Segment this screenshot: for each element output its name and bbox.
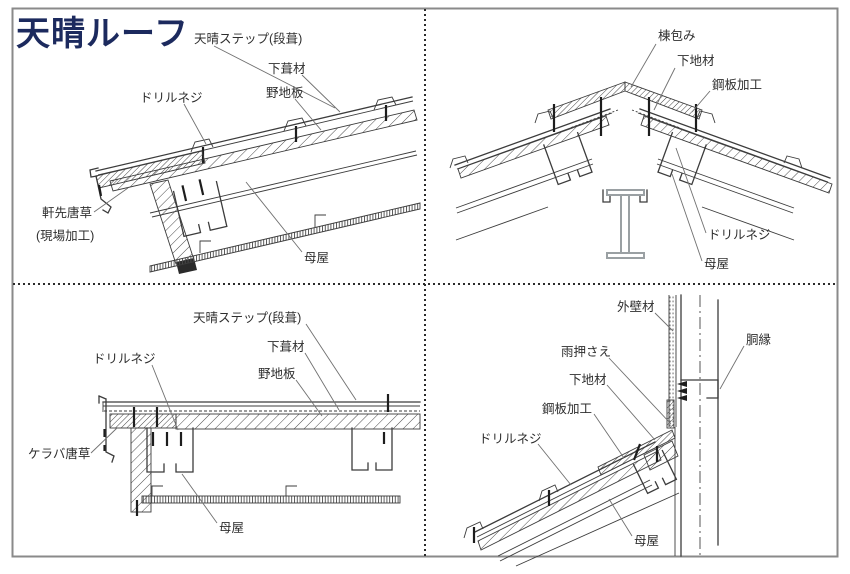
leader-lines bbox=[537, 312, 745, 537]
page-title: 天晴ルーフ bbox=[16, 14, 189, 54]
label-appare-step: 天晴ステップ(段葺) bbox=[194, 31, 302, 46]
label-drill-screw: ドリルネジ bbox=[708, 228, 771, 242]
step-clip bbox=[373, 96, 397, 111]
leader-lines bbox=[93, 45, 341, 253]
lower-chords bbox=[455, 158, 795, 241]
eave-roof-assembly bbox=[95, 96, 418, 218]
i-beam bbox=[606, 189, 645, 259]
panel-ridge-detail: 棟包み 下地材 鋼板加工 ドリルネジ 母屋 bbox=[449, 28, 833, 271]
eave-rafter-hatch bbox=[149, 179, 195, 265]
label-flashing: 雨押さえ bbox=[561, 345, 611, 359]
ceiling-strip bbox=[141, 485, 401, 504]
leader-lines bbox=[90, 323, 357, 524]
purlin-channel bbox=[146, 427, 194, 473]
label-eave-trim-note: (現場加工) bbox=[36, 229, 94, 243]
center-hook bbox=[639, 189, 648, 203]
fascia-hatch bbox=[109, 413, 177, 429]
purlin-channel bbox=[172, 179, 228, 238]
eave-trim bbox=[89, 167, 112, 214]
label-drill-screw: ドリルネジ bbox=[93, 352, 156, 366]
label-purlin: 母屋 bbox=[634, 534, 659, 548]
label-siding: 外壁材 bbox=[617, 299, 655, 314]
label-drill-screw: ドリルネジ bbox=[479, 432, 542, 446]
step-clip bbox=[538, 484, 559, 502]
verge-post-hatch bbox=[130, 427, 152, 513]
label-underlayment: 下葺材 bbox=[268, 62, 306, 76]
ridge-roof-assembly bbox=[454, 108, 833, 194]
label-drill-screw: ドリルネジ bbox=[140, 91, 203, 105]
step-clip bbox=[190, 138, 214, 153]
sheathing-hatch bbox=[175, 413, 421, 430]
step-clip bbox=[783, 155, 803, 169]
ceiling-strip bbox=[149, 202, 421, 273]
label-appare-step: 天晴ステップ(段葺) bbox=[193, 310, 301, 325]
label-furring: 胴縁 bbox=[746, 332, 771, 347]
furring-bracket bbox=[677, 379, 719, 401]
step-clip bbox=[283, 117, 307, 132]
label-ridge-cap: 棟包み bbox=[658, 28, 696, 43]
flat-roof-assembly bbox=[102, 394, 421, 430]
label-steel-work: 鋼板加工 bbox=[712, 78, 762, 92]
label-sheathing: 野地板 bbox=[266, 86, 304, 100]
sloped-roof-assembly bbox=[463, 441, 680, 567]
purlin-channel-left bbox=[542, 131, 593, 186]
label-purlin: 母屋 bbox=[219, 521, 244, 535]
label-verge-trim: ケラバ唐草 bbox=[28, 446, 90, 461]
label-base-material: 下地材 bbox=[569, 373, 607, 387]
label-purlin: 母屋 bbox=[304, 251, 329, 265]
sheet-border bbox=[11, 7, 839, 558]
label-purlin: 母屋 bbox=[704, 257, 729, 271]
purlin-channel-right bbox=[351, 427, 393, 471]
label-eave-trim: 軒先唐草 bbox=[42, 205, 92, 220]
panel-verge-detail: 天晴ステップ(段葺) 下葺材 野地板 ドリルネジ ケラバ唐草 母屋 bbox=[28, 310, 421, 535]
purlin-channel-right bbox=[657, 131, 708, 186]
label-underlayment: 下葺材 bbox=[267, 340, 305, 354]
label-sheathing: 野地板 bbox=[258, 367, 296, 381]
label-steel-work: 鋼板加工 bbox=[542, 402, 592, 416]
wall-lines bbox=[668, 294, 719, 557]
label-base-material: 下地材 bbox=[677, 54, 715, 68]
center-hook bbox=[602, 189, 611, 203]
sheathing-hatch bbox=[109, 109, 418, 192]
step-clip bbox=[449, 155, 469, 169]
step-clip bbox=[463, 521, 484, 539]
panel-eave-detail: 天晴ステップ(段葺) 下葺材 野地板 ドリルネジ 軒先唐草 (現場加工) 母屋 bbox=[36, 31, 421, 274]
ridge-cap bbox=[534, 81, 716, 136]
panel-wall-flashing-detail: 外壁材 胴縁 雨押さえ 下地材 鋼板加工 ドリルネジ 母屋 bbox=[463, 294, 771, 567]
leader-lines bbox=[630, 43, 711, 262]
verge-trim bbox=[98, 395, 115, 463]
purlin-channel bbox=[632, 449, 678, 495]
